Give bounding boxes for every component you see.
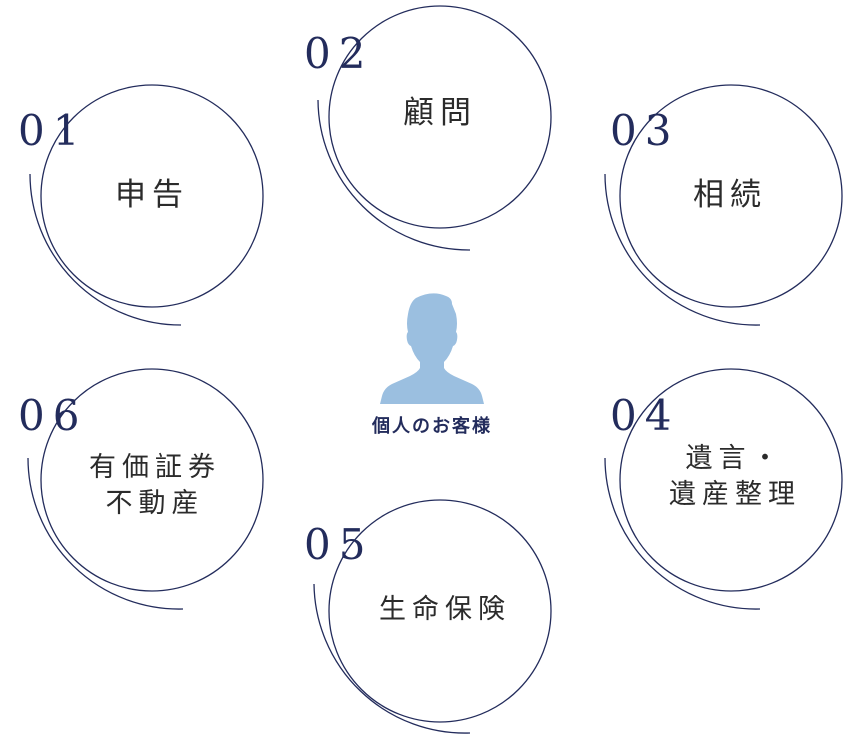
number-03: 03 [610,106,680,155]
label-06-line-2: 不動産 [105,488,205,520]
person-silhouette-icon [380,293,484,404]
label-06: 有価証券 不動産 [60,450,250,523]
ring-04 [604,368,843,610]
label-04-line-1: 遺言・ [685,443,785,474]
label-02: 顧問 [350,93,530,135]
number-06: 06 [18,391,88,440]
ring-05 [313,499,552,734]
ring-02 [317,5,552,251]
number-01: 01 [18,106,88,155]
label-03-line-1: 相続 [693,177,767,213]
label-01: 申告 [62,175,242,217]
label-01-line-1: 申告 [115,177,189,213]
label-02-line-1: 顧問 [403,95,477,131]
label-04: 遺言・ 遺産整理 [640,441,830,514]
center-label: 個人のお客様 [372,416,492,437]
label-06-line-1: 有価証券 [89,452,221,483]
number-04: 04 [610,391,680,440]
number-05: 05 [304,520,374,569]
number-02: 02 [304,29,374,78]
label-05-line-1: 生命保険 [379,594,511,625]
ring-01 [29,84,264,326]
label-03: 相続 [640,175,820,217]
label-04-line-2: 遺産整理 [669,479,801,511]
ring-03 [604,84,843,326]
ring-06 [27,368,264,610]
label-05: 生命保険 [350,592,540,628]
